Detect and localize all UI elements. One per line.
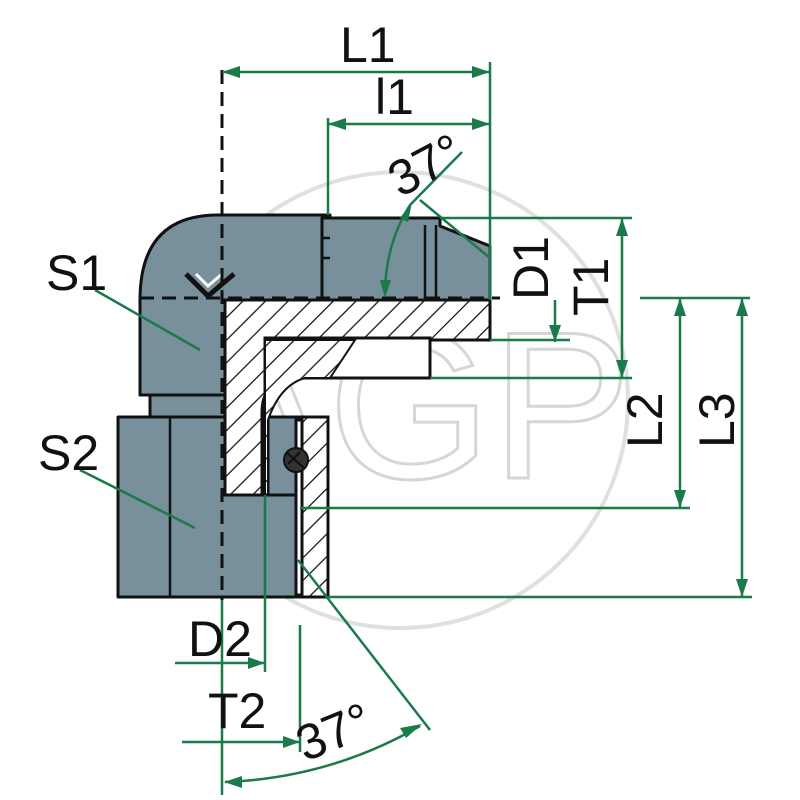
chevron-symbol [184, 272, 236, 300]
label-D2: D2 [188, 611, 252, 667]
angle-leader-bottom [297, 559, 431, 731]
hatched-inner [264, 339, 357, 496]
o-ring-hatch [287, 451, 301, 465]
angle-ref-line [419, 199, 491, 259]
label-S2: S2 [38, 425, 99, 481]
label-L3: L3 [689, 392, 745, 448]
label-T2: T2 [208, 683, 266, 739]
label-l1: l1 [375, 69, 414, 125]
leader-S2 [79, 468, 196, 530]
neck [148, 393, 232, 419]
label-angle-bottom: 37° [288, 692, 379, 772]
dimensions [79, 62, 752, 795]
label-D1: D1 [503, 236, 559, 300]
label-L1: L1 [340, 17, 396, 73]
label-L2: L2 [617, 392, 673, 448]
angle-arc-bottom [224, 724, 421, 784]
label-S1: S1 [46, 245, 107, 301]
section-cut [223, 298, 492, 599]
leader-S1 [94, 288, 201, 352]
label-T1: T1 [563, 258, 619, 316]
chevron-symbol-inner [194, 272, 223, 289]
angle-leader [409, 151, 463, 206]
label-angle-top: 37° [379, 123, 472, 208]
o-ring-hatch [285, 451, 305, 469]
